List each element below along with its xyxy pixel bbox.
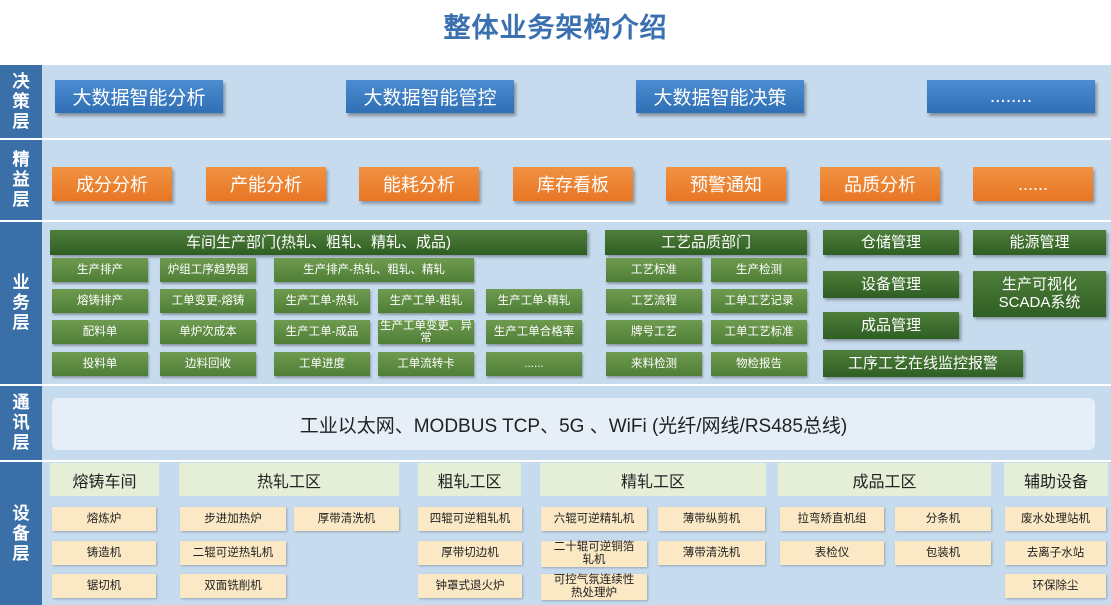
equipment-item[interactable]: 废水处理站机 <box>1005 507 1106 531</box>
equipment-item[interactable]: 薄带纵剪机 <box>658 507 765 531</box>
lean-item-inventory[interactable]: 库存看板 <box>513 167 633 201</box>
page-title: 整体业务架构介绍 <box>443 13 668 43</box>
energy-management[interactable]: 能源管理 <box>973 230 1106 255</box>
equipment-item[interactable]: 熔炼炉 <box>52 507 156 531</box>
workshop-cell[interactable]: 生产工单变更、异常 <box>378 320 474 344</box>
decision-item-decision[interactable]: 大数据智能决策 <box>636 80 804 113</box>
workshop-cell[interactable]: 工单进度 <box>274 352 370 376</box>
lean-item-energy[interactable]: 能耗分析 <box>359 167 479 201</box>
workshop-cell[interactable]: 配料单 <box>52 320 148 344</box>
equipment-item[interactable]: 四辊可逆粗轧机 <box>418 507 522 531</box>
workshop-cell[interactable]: 熔铸排产 <box>52 289 148 313</box>
workshop-cell[interactable]: 生产排产 <box>52 258 148 282</box>
quality-cell[interactable]: 生产检测 <box>711 258 807 282</box>
equipment-item[interactable]: 双面铣削机 <box>180 574 286 598</box>
device-management[interactable]: 设备管理 <box>823 271 959 298</box>
workshop-cell[interactable]: 边料回收 <box>160 352 256 376</box>
decision-item-more[interactable]: ........ <box>927 80 1095 113</box>
equipment-item[interactable]: 六辊可逆精轧机 <box>541 507 647 531</box>
equipment-item[interactable]: 二辊可逆热轧机 <box>180 541 286 565</box>
lean-item-warning[interactable]: 预警通知 <box>666 167 786 201</box>
product-management[interactable]: 成品管理 <box>823 312 959 339</box>
quality-cell[interactable]: 来料检测 <box>606 352 702 376</box>
workshop-cell[interactable]: 生产工单-粗轧 <box>378 289 474 313</box>
lean-item-more[interactable]: ...... <box>973 167 1093 201</box>
equipment-item[interactable]: 步进加热炉 <box>180 507 286 531</box>
equipment-area-hot-rolling[interactable]: 热轧工区 <box>179 463 399 496</box>
equipment-area-fine-rolling[interactable]: 精轧工区 <box>540 463 766 496</box>
quality-department-header[interactable]: 工艺品质部门 <box>605 230 807 255</box>
decision-item-control[interactable]: 大数据智能管控 <box>346 80 514 113</box>
equipment-item[interactable]: 厚带切边机 <box>418 541 522 565</box>
equipment-item[interactable]: 环保除尘 <box>1005 574 1106 598</box>
equipment-item[interactable]: 拉弯矫直机组 <box>780 507 884 531</box>
equipment-area-casting[interactable]: 熔铸车间 <box>50 463 159 496</box>
workshop-cell[interactable]: ...... <box>486 352 582 376</box>
lean-item-quality[interactable]: 品质分析 <box>820 167 940 201</box>
quality-cell[interactable]: 牌号工艺 <box>606 320 702 344</box>
workshop-cell[interactable]: 工单变更-熔铸 <box>160 289 256 313</box>
equipment-item[interactable]: 锯切机 <box>52 574 156 598</box>
scada-visualization[interactable]: 生产可视化SCADA系统 <box>973 271 1106 317</box>
equipment-item[interactable]: 厚带清洗机 <box>294 507 399 531</box>
decision-item-analysis[interactable]: 大数据智能分析 <box>55 80 223 113</box>
workshop-cell[interactable]: 炉组工序趋势图 <box>160 258 256 282</box>
equipment-area-product[interactable]: 成品工区 <box>778 463 991 496</box>
workshop-cell[interactable]: 生产工单-成品 <box>274 320 370 344</box>
equipment-area-auxiliary[interactable]: 辅助设备 <box>1004 463 1108 496</box>
workshop-cell[interactable]: 生产排产-热轧、粗轧、精轧 <box>274 258 474 282</box>
workshop-cell[interactable]: 单炉次成本 <box>160 320 256 344</box>
equipment-item[interactable]: 分条机 <box>895 507 991 531</box>
workshop-cell[interactable]: 生产工单-热轧 <box>274 289 370 313</box>
workshop-department-header[interactable]: 车间生产部门(热轧、粗轧、精轧、成品) <box>50 230 587 255</box>
workshop-cell[interactable]: 生产工单-精轧 <box>486 289 582 313</box>
equipment-item[interactable]: 表检仪 <box>780 541 884 565</box>
lean-item-capacity[interactable]: 产能分析 <box>206 167 326 201</box>
layer-label-equipment: 设备层 <box>0 462 42 605</box>
equipment-item[interactable]: 去离子水站 <box>1005 541 1106 565</box>
warehouse-management[interactable]: 仓储管理 <box>823 230 959 255</box>
layer-label-lean: 精益层 <box>0 140 42 220</box>
lean-item-composition[interactable]: 成分分析 <box>52 167 172 201</box>
quality-cell[interactable]: 工单工艺标准 <box>711 320 807 344</box>
equipment-item[interactable]: 薄带清洗机 <box>658 541 765 565</box>
equipment-area-rough-rolling[interactable]: 粗轧工区 <box>418 463 521 496</box>
equipment-item[interactable]: 可控气氛连续性热处理炉 <box>541 574 647 600</box>
quality-cell[interactable]: 物检报告 <box>711 352 807 376</box>
equipment-item[interactable]: 包装机 <box>895 541 991 565</box>
layer-label-business: 业务层 <box>0 222 42 384</box>
workshop-cell[interactable]: 工单流转卡 <box>378 352 474 376</box>
equipment-item[interactable]: 钟罩式退火炉 <box>418 574 522 598</box>
equipment-item[interactable]: 二十辊可逆铜箔轧机 <box>541 541 647 567</box>
quality-cell[interactable]: 工单工艺记录 <box>711 289 807 313</box>
quality-cell[interactable]: 工艺流程 <box>606 289 702 313</box>
equipment-item[interactable]: 铸造机 <box>52 541 156 565</box>
layer-label-decision: 决策层 <box>0 65 42 138</box>
workshop-cell[interactable]: 投料单 <box>52 352 148 376</box>
quality-cell[interactable]: 工艺标准 <box>606 258 702 282</box>
communication-bar: 工业以太网、MODBUS TCP、5G 、WiFi (光纤/网线/RS485总线… <box>52 398 1095 450</box>
workshop-cell[interactable]: 生产工单合格率 <box>486 320 582 344</box>
layer-label-comm: 通讯层 <box>0 386 42 460</box>
process-monitor-alarm[interactable]: 工序工艺在线监控报警 <box>823 350 1023 377</box>
